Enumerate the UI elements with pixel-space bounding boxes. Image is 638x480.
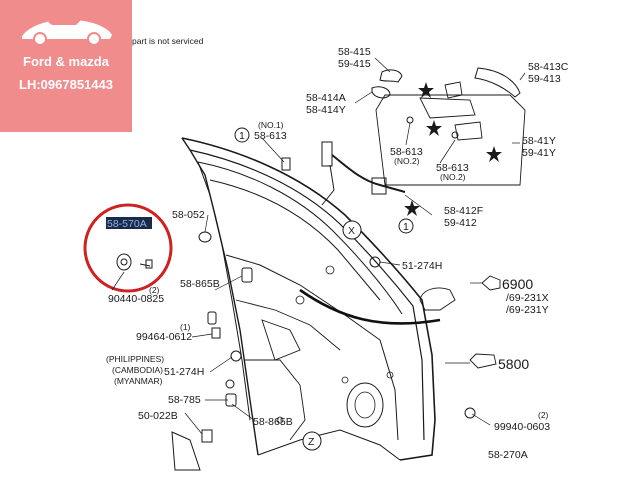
callout-58-412f: 58-412F — [444, 205, 483, 217]
callout-58-41y: 58-41Y — [522, 135, 556, 147]
star-markers — [112, 36, 502, 216]
callout-58-785: 58-785 — [168, 394, 201, 406]
callout-59-41y: 59-41Y — [522, 147, 556, 159]
callout-cambodia: (CAMBODIA) — [112, 365, 163, 375]
callout-qty-2b: (2) — [538, 410, 549, 420]
callout-69-231x: /69-231X — [506, 292, 549, 304]
callout-58-413c: 58-413C — [528, 61, 569, 73]
wire-harness — [321, 141, 406, 206]
marker-1-top: 1 — [239, 130, 245, 142]
callout-philippines: (PHILIPPINES) — [106, 354, 164, 364]
callout-58-865b-a: 58-865B — [180, 278, 220, 290]
callout-58-052: 58-052 — [172, 209, 205, 221]
callout-51-274h-a: 51-274H — [402, 260, 442, 272]
marker-z: Z — [308, 436, 315, 448]
part-58-570a — [116, 253, 153, 271]
callout-flags — [419, 275, 501, 369]
callout-qty-1: (1) — [180, 322, 191, 332]
highlight-label-box — [106, 217, 152, 229]
lower-hinge-bracket — [171, 431, 201, 471]
callout-58-414a: 58-414A — [306, 92, 346, 104]
shop-badge: Ford & mazda LH:0967851443 — [0, 0, 132, 132]
callout-58-414y: 58-414Y — [306, 104, 346, 116]
highlight-ring — [83, 203, 173, 293]
marker-circles — [234, 127, 414, 451]
badge-phone: LH:0967851443 — [19, 77, 113, 92]
callout-58-570a: 58-570A — [107, 218, 147, 230]
leader-lines — [111, 57, 526, 435]
sports-car-icon — [22, 17, 112, 46]
glass-run-channel — [299, 288, 441, 325]
exterior-handle-assembly — [371, 67, 526, 186]
callout-69-231y: /69-231Y — [506, 304, 549, 316]
callout-59-412: 59-412 — [444, 217, 477, 229]
callout-99464-0612: 99464-0612 — [136, 331, 192, 343]
callout-qty-2a: (2) — [149, 285, 160, 295]
badge-brand: Ford & mazda — [23, 54, 109, 69]
callout-50-022b: 50-022B — [138, 410, 178, 422]
callout-51-274h-b: 51-274H — [164, 366, 204, 378]
callout-no2-a: (NO.2) — [394, 156, 420, 166]
legend-note: part is not serviced — [132, 36, 204, 46]
callout-no1-note: (NO.1) — [258, 120, 284, 130]
callout-no2-b: (NO.2) — [440, 172, 466, 182]
callout-90440-0825: 90440-0825 — [108, 293, 164, 305]
marker-x: X — [348, 225, 355, 237]
callout-myanmar: (MYANMAR) — [114, 376, 163, 386]
callout-58-415: 58-415 — [338, 46, 371, 58]
door-panel — [181, 137, 436, 461]
callout-59-413: 59-413 — [528, 73, 561, 85]
callout-58-613-no1: 58-613 — [254, 130, 287, 142]
marker-1-right: 1 — [403, 221, 409, 233]
callout-58-613-b: 58-613 — [436, 162, 469, 174]
callout-58-613-a: 58-613 — [390, 146, 423, 158]
callout-6900: 6900 — [502, 276, 533, 292]
callout-58-270a: 58-270A — [488, 449, 528, 461]
callout-58-865b-b: 58-865B — [253, 416, 293, 428]
callout-59-415: 59-415 — [338, 58, 371, 70]
fasteners — [198, 157, 476, 443]
callout-99940-0603: 99940-0603 — [494, 421, 550, 433]
callout-5800: 5800 — [498, 356, 529, 372]
